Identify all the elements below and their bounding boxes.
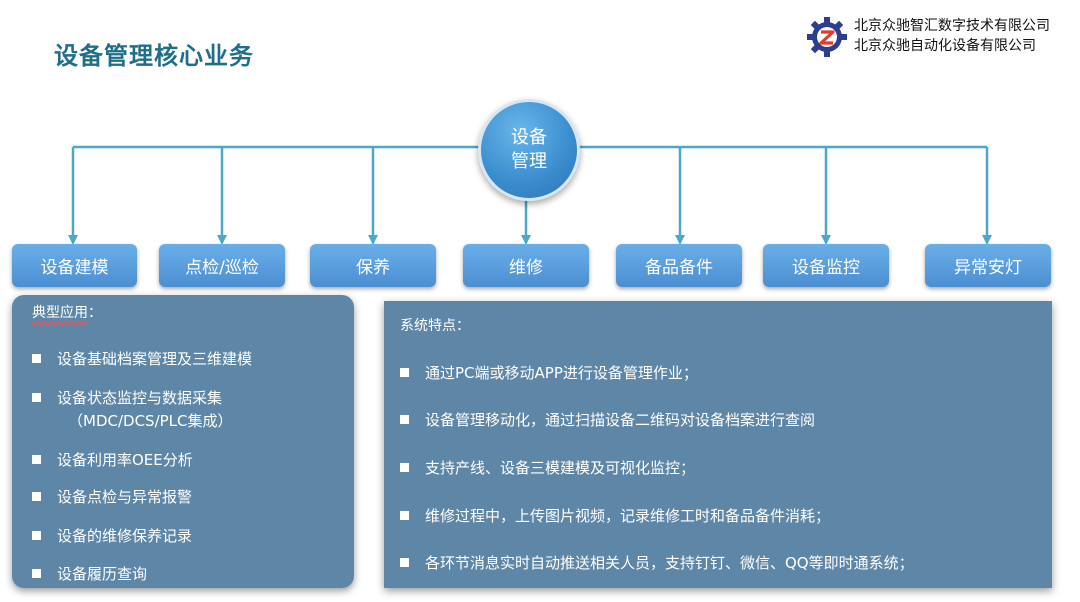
typical-app-subtext: （MDC/DCS/PLC集成） xyxy=(68,412,233,430)
bullet-icon xyxy=(32,393,41,402)
system-features-heading: 系统特点： xyxy=(400,318,470,334)
typical-app-item: 设备的维修保养记录 xyxy=(32,525,192,546)
typical-app-item: 设备点检与异常报警 xyxy=(32,486,192,507)
system-features-panel: 系统特点： 通过PC端或移动APP进行设备管理作业； 设备管理移动化，通过扫描设… xyxy=(384,301,1052,588)
typical-applications-heading-main: 典型应用 xyxy=(32,305,88,321)
feature-text: 维修过程中，上传图片视频，记录维修工时和备品备件消耗； xyxy=(425,507,831,525)
typical-app-text: 设备履历查询 xyxy=(57,565,148,583)
module-equipment-monitoring: 设备监控 xyxy=(763,244,889,287)
company-header: 北京众驰智汇数字技术有限公司 北京众驰自动化设备有限公司 xyxy=(806,14,1076,64)
bullet-icon xyxy=(32,492,41,501)
typical-applications-heading-colon: ： xyxy=(88,305,102,321)
module-andon: 异常安灯 xyxy=(925,244,1051,287)
feature-item: 各环节消息实时自动推送相关人员，支持钉钉、微信、QQ等即时通系统； xyxy=(400,552,914,573)
bullet-icon xyxy=(400,511,409,520)
feature-item: 设备管理移动化，通过扫描设备二维码对设备档案进行查阅 xyxy=(400,409,815,430)
typical-app-text: 设备的维修保养记录 xyxy=(57,527,193,545)
typical-applications-heading: 典型应用： xyxy=(32,302,102,322)
center-node-equipment-management: 设备管理 xyxy=(478,99,580,201)
typical-app-item: 设备状态监控与数据采集 xyxy=(32,387,222,408)
feature-item: 支持产线、设备三模建模及可视化监控； xyxy=(400,457,695,478)
feature-item: 维修过程中，上传图片视频，记录维修工时和备品备件消耗； xyxy=(400,505,830,526)
bullet-icon xyxy=(32,354,41,363)
bullet-icon xyxy=(400,463,409,472)
page-title: 设备管理核心业务 xyxy=(54,42,254,70)
feature-text: 支持产线、设备三模建模及可视化监控； xyxy=(425,459,696,477)
typical-app-item: 设备履历查询 xyxy=(32,563,147,584)
bullet-icon xyxy=(400,415,409,424)
typical-app-text: 设备利用率OEE分析 xyxy=(57,451,193,469)
typical-applications-panel: 典型应用： 设备基础档案管理及三维建模 设备状态监控与数据采集 （MDC/DCS… xyxy=(12,295,354,588)
module-repair: 维修 xyxy=(463,244,589,287)
company-name-1: 北京众驰智汇数字技术有限公司 xyxy=(854,18,1050,34)
feature-item: 通过PC端或移动APP进行设备管理作业； xyxy=(400,362,698,383)
module-inspection: 点检/巡检 xyxy=(159,244,285,287)
feature-text: 通过PC端或移动APP进行设备管理作业； xyxy=(425,364,698,382)
bullet-icon xyxy=(32,569,41,578)
bullet-icon xyxy=(32,531,41,540)
feature-text: 各环节消息实时自动推送相关人员，支持钉钉、微信、QQ等即时通系统； xyxy=(425,554,914,572)
bullet-icon xyxy=(400,368,409,377)
module-maintenance: 保养 xyxy=(310,244,436,287)
center-node-label: 设备管理 xyxy=(511,127,547,172)
typical-app-text: 设备基础档案管理及三维建模 xyxy=(57,350,253,368)
bullet-icon xyxy=(32,455,41,464)
company-logo-icon xyxy=(807,17,847,57)
typical-app-text: 设备状态监控与数据采集 xyxy=(57,389,223,407)
company-name-2: 北京众驰自动化设备有限公司 xyxy=(854,38,1036,54)
typical-app-item: 设备利用率OEE分析 xyxy=(32,449,193,470)
typical-app-text: 设备点检与异常报警 xyxy=(57,488,193,506)
feature-text: 设备管理移动化，通过扫描设备二维码对设备档案进行查阅 xyxy=(425,411,816,429)
module-equipment-modeling: 设备建模 xyxy=(12,244,137,287)
module-spare-parts: 备品备件 xyxy=(616,244,742,287)
typical-app-item: 设备基础档案管理及三维建模 xyxy=(32,348,252,369)
bullet-icon xyxy=(400,558,409,567)
